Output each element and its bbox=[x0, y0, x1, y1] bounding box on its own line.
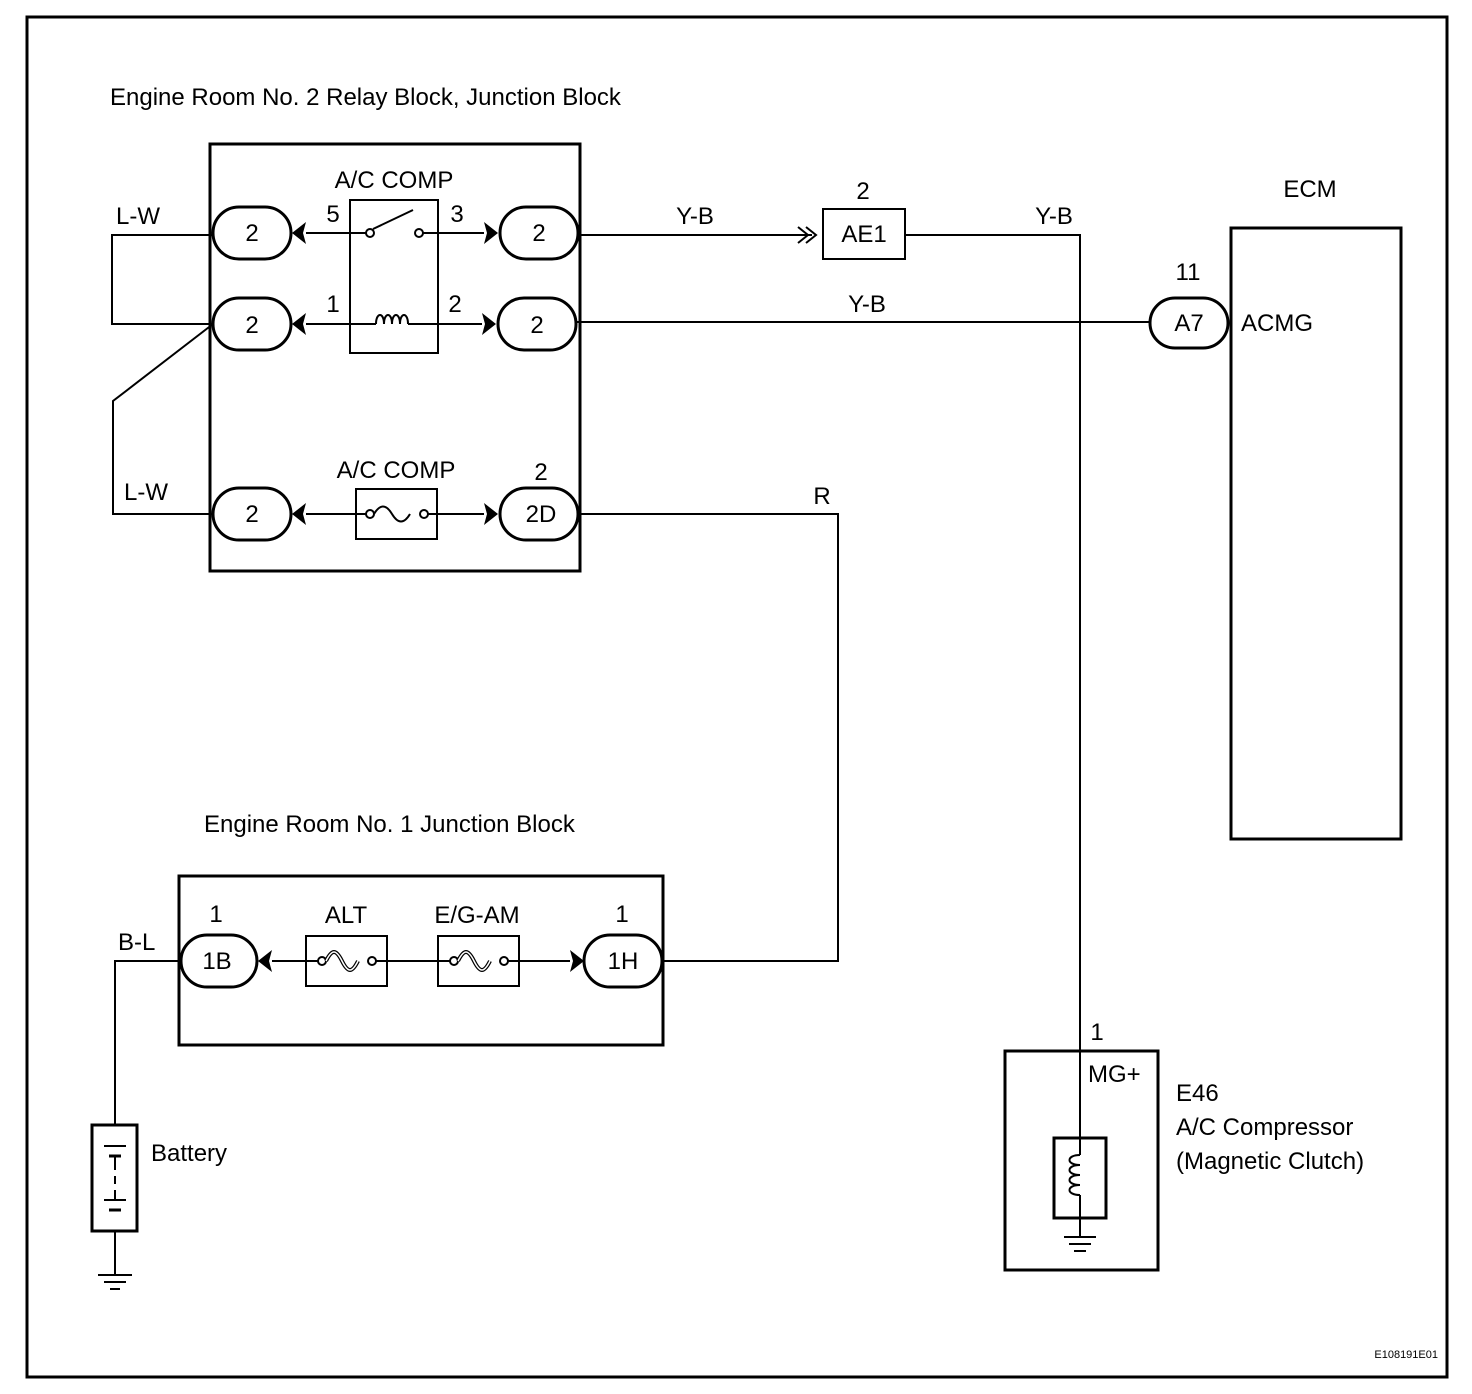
coil-icon bbox=[375, 314, 409, 325]
compressor-name: A/C Compressor bbox=[1176, 1114, 1353, 1141]
switch-icon bbox=[372, 209, 414, 230]
fuse-egam-label: E/G-AM bbox=[434, 902, 519, 929]
compressor-pin: 1 bbox=[1090, 1019, 1103, 1046]
ae1-label: AE1 bbox=[841, 221, 886, 248]
compressor-code: E46 bbox=[1176, 1080, 1219, 1107]
connector-right-1: 2 bbox=[498, 205, 580, 261]
ecm-title: ECM bbox=[1283, 176, 1336, 203]
svg-text:1B: 1B bbox=[202, 948, 231, 975]
svg-text:2: 2 bbox=[245, 501, 258, 528]
ecm-connector: A7 bbox=[1148, 296, 1230, 350]
svg-text:2: 2 bbox=[245, 312, 258, 339]
wire-label-yb-2: Y-B bbox=[1035, 203, 1073, 230]
battery-label: Battery bbox=[151, 1140, 227, 1167]
relay-block-box bbox=[208, 142, 582, 573]
ecm-box bbox=[1229, 226, 1403, 841]
switch-contact bbox=[365, 228, 375, 238]
ae1-pin: 2 bbox=[856, 178, 869, 205]
svg-text:2D: 2D bbox=[526, 501, 557, 528]
compressor-desc: (Magnetic Clutch) bbox=[1176, 1148, 1364, 1175]
battery-icon bbox=[90, 1123, 139, 1233]
fuse-pin: 2 bbox=[534, 459, 547, 486]
relay-pin-5: 5 bbox=[326, 201, 339, 228]
compressor-box bbox=[1003, 1049, 1160, 1272]
wire-label-bl: B-L bbox=[118, 929, 155, 956]
wire-label-yb-3: Y-B bbox=[848, 291, 886, 318]
connector-left-2: 2 bbox=[211, 296, 293, 352]
wire-label-yb-1: Y-B bbox=[676, 203, 714, 230]
arrow-icon bbox=[258, 950, 272, 972]
svg-text:2: 2 bbox=[532, 220, 545, 247]
connector-right-2: 2 bbox=[496, 296, 578, 352]
jb1-pin-right: 1 bbox=[615, 901, 628, 928]
compressor-terminal: MG+ bbox=[1088, 1061, 1141, 1088]
ground-icon bbox=[98, 1274, 132, 1290]
arrow-icon bbox=[292, 222, 498, 525]
ecm-terminal: ACMG bbox=[1241, 310, 1313, 337]
arrow-icon bbox=[570, 950, 584, 972]
connector-left-1: 2 bbox=[211, 205, 293, 261]
wire-label-lw-top: L-W bbox=[116, 203, 160, 230]
jb1-title: Engine Room No. 1 Junction Block bbox=[204, 811, 576, 838]
relay-block-title: Engine Room No. 2 Relay Block, Junction … bbox=[110, 84, 622, 111]
wire-label-lw-bottom: L-W bbox=[124, 479, 168, 506]
connector-right-3: 2D bbox=[498, 486, 580, 542]
wire-lw-top bbox=[111, 234, 213, 325]
fuse-label: A/C COMP bbox=[337, 457, 456, 484]
relay-box bbox=[349, 199, 439, 354]
svg-text:1H: 1H bbox=[608, 948, 639, 975]
ecm-pin: 11 bbox=[1176, 259, 1201, 286]
relay-label: A/C COMP bbox=[335, 167, 454, 194]
fuse-alt-label: ALT bbox=[325, 902, 368, 929]
jb1-connector-1h: 1H bbox=[582, 933, 664, 989]
ground-icon bbox=[1064, 1236, 1096, 1252]
jb1-pin-left: 1 bbox=[209, 901, 222, 928]
wire-bl bbox=[114, 960, 181, 1125]
relay-pin-2: 2 bbox=[448, 291, 461, 318]
fuse-icon bbox=[373, 505, 411, 523]
connector-left-3: 2 bbox=[211, 486, 293, 542]
svg-text:2: 2 bbox=[530, 312, 543, 339]
jb1-connector-1b: 1B bbox=[179, 933, 259, 989]
wire-lw-bottom bbox=[112, 323, 214, 515]
svg-text:2: 2 bbox=[245, 220, 258, 247]
relay-pin-1: 1 bbox=[326, 291, 339, 318]
switch-contact bbox=[414, 228, 424, 238]
coil-icon bbox=[1068, 1154, 1081, 1196]
double-arrow-icon bbox=[797, 226, 810, 244]
wire-label-r: R bbox=[813, 483, 830, 510]
wire-r bbox=[578, 513, 839, 962]
diagram-frame bbox=[25, 15, 1449, 1379]
figure-id: E108191E01 bbox=[1374, 1349, 1438, 1361]
wire-yb-2 bbox=[905, 234, 1081, 1138]
svg-text:A7: A7 bbox=[1174, 310, 1203, 337]
relay-pin-3: 3 bbox=[450, 201, 463, 228]
